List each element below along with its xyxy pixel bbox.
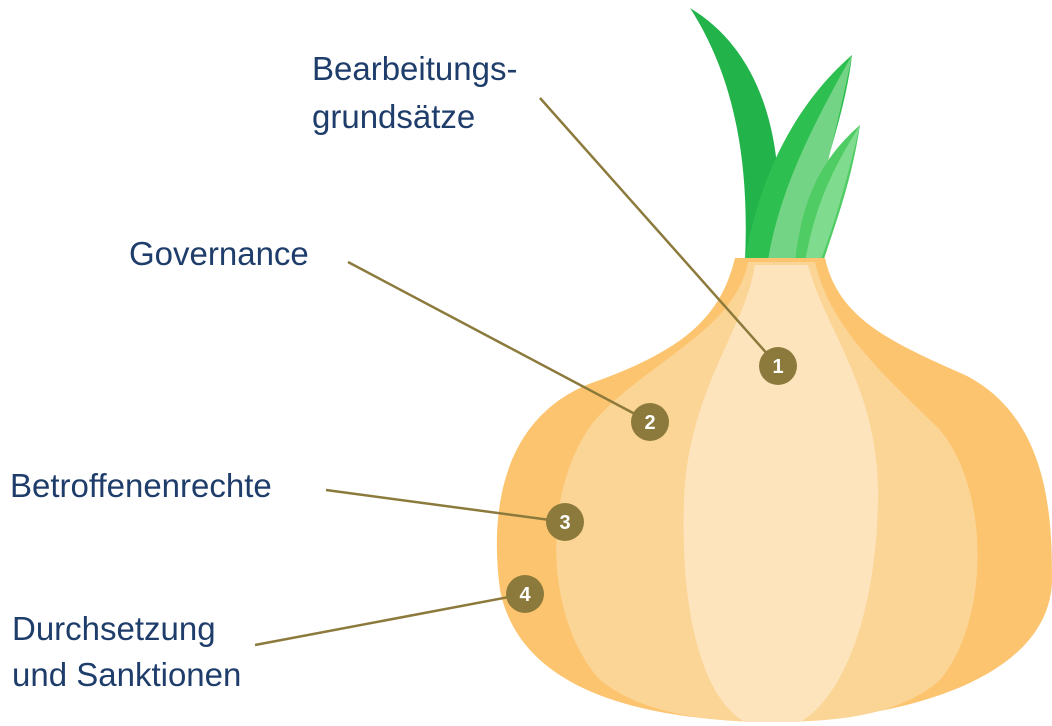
onion-leaves [690, 8, 860, 262]
connector-2 [348, 262, 650, 422]
badge-1-number: 1 [772, 356, 783, 378]
badge-2-number: 2 [644, 412, 655, 434]
badge-4-number: 4 [519, 584, 531, 606]
badge-1: 1 [759, 347, 797, 385]
label-betroffenenrechte: Betroffenenrechte [10, 467, 272, 504]
label-governance: Governance [129, 235, 309, 272]
badge-3-number: 3 [559, 512, 570, 534]
label-bearbeitungsgrundsaetze-line2: grundsätze [312, 98, 475, 135]
badge-4: 4 [506, 575, 544, 613]
label-bearbeitungsgrundsaetze-line1: Bearbeitungs- [312, 50, 517, 87]
connector-4 [255, 594, 525, 645]
label-durchsetzung-line2: und Sanktionen [12, 656, 241, 693]
label-durchsetzung-line1: Durchsetzung [12, 610, 216, 647]
badge-2: 2 [631, 403, 669, 441]
onion-bulb [497, 258, 1052, 722]
badge-3: 3 [546, 503, 584, 541]
